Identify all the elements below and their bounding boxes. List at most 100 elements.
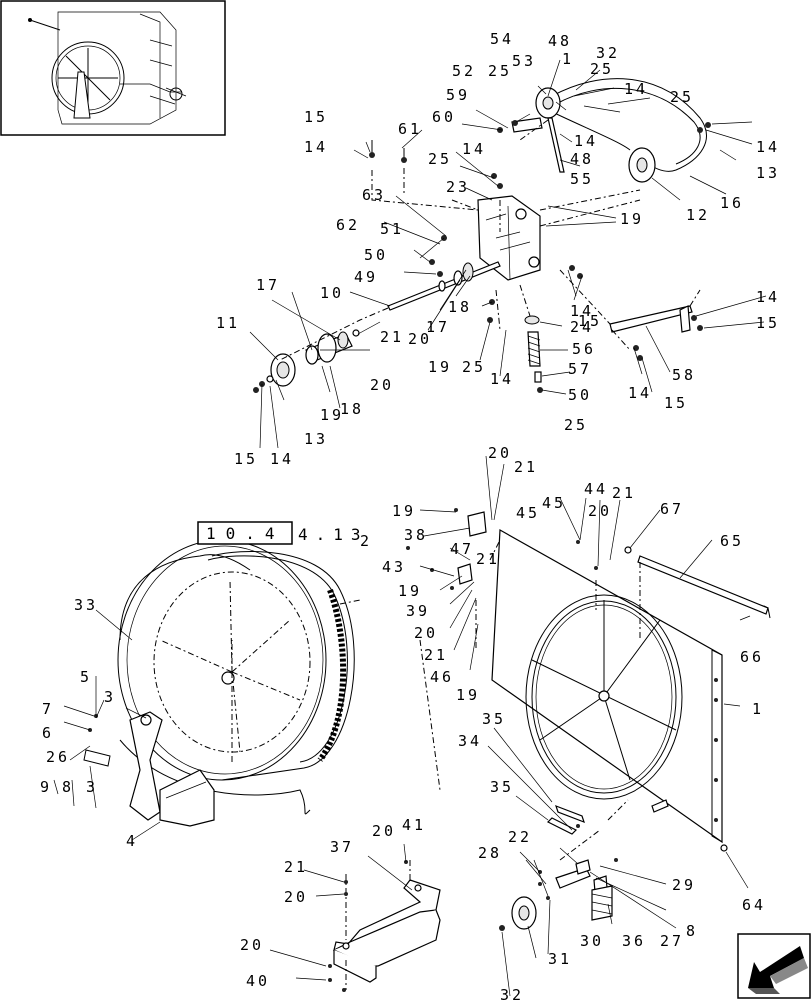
callout: 21 xyxy=(612,484,636,502)
callout: 25 xyxy=(488,62,512,80)
callout: 22 xyxy=(508,828,532,846)
callout: 18 xyxy=(340,400,364,418)
callout: 67 xyxy=(660,500,684,518)
callout: 24 xyxy=(570,318,594,336)
callout: 52 xyxy=(452,62,476,80)
callout: 50 xyxy=(568,386,592,404)
callout: 13 xyxy=(304,430,328,448)
leader-lines xyxy=(53,59,767,997)
callout: 15 xyxy=(234,450,258,468)
callout: 20 xyxy=(370,376,394,394)
callout: 14 xyxy=(756,288,780,306)
callout: 32 xyxy=(596,44,620,62)
callout: 34 xyxy=(458,732,482,750)
callout: 1 xyxy=(562,50,574,68)
section-reference-link[interactable]: 10.4 4.13 xyxy=(197,521,369,545)
callout: 14 xyxy=(570,302,594,320)
callout: 20 xyxy=(414,624,438,642)
callout: 7 xyxy=(42,700,54,718)
callout: 15 xyxy=(578,312,602,330)
callout: 21 xyxy=(284,858,308,876)
previous-page-arrow-icon[interactable] xyxy=(737,933,811,999)
callout: 51 xyxy=(380,220,404,238)
callout: 61 xyxy=(398,120,422,138)
callout: 3 xyxy=(104,688,116,706)
radiator-panel-drawing xyxy=(406,508,771,852)
callout: 54 xyxy=(490,30,514,48)
callout: 10 xyxy=(320,284,344,302)
callout: 19 xyxy=(620,210,644,228)
callout: 19 xyxy=(320,406,344,424)
callout: 60 xyxy=(432,108,456,126)
callout: 14 xyxy=(490,370,514,388)
callout: 25 xyxy=(428,150,452,168)
callout: 25 xyxy=(564,416,588,434)
callout: 29 xyxy=(672,876,696,894)
callout: 25 xyxy=(590,60,614,78)
callout: 32 xyxy=(500,986,524,1000)
callout: 14 xyxy=(462,140,486,158)
callout: 35 xyxy=(482,710,506,728)
callout: 8 xyxy=(62,778,74,796)
callout: 21 xyxy=(380,328,404,346)
callout: 3 xyxy=(86,778,98,796)
callout: 43 xyxy=(382,558,406,576)
fan-shroud-drawing xyxy=(83,539,441,827)
callout: 12 xyxy=(686,206,710,224)
callout: 5 xyxy=(80,668,92,686)
callout: 19 xyxy=(392,502,416,520)
callout: 41 xyxy=(402,816,426,834)
callout: 19 xyxy=(398,582,422,600)
section-reference-box-text: 10.4 xyxy=(206,524,285,543)
callout: 28 xyxy=(478,844,502,862)
callout: 20 xyxy=(488,444,512,462)
callout: 35 xyxy=(490,778,514,796)
callout: 37 xyxy=(330,838,354,856)
callout: 57 xyxy=(568,360,592,378)
callout: 20 xyxy=(408,330,432,348)
callout: 48 xyxy=(548,32,572,50)
callout: 50 xyxy=(364,246,388,264)
callout: 26 xyxy=(46,748,70,766)
callout: 21 xyxy=(514,458,538,476)
callout: 19 xyxy=(428,358,452,376)
callout: 36 xyxy=(622,932,646,950)
callout: 47 xyxy=(450,540,474,558)
callout: 14 xyxy=(270,450,294,468)
callout: 33 xyxy=(74,596,98,614)
callout: 30 xyxy=(580,932,604,950)
callout: 46 xyxy=(430,668,454,686)
machine-overview-thumbnail[interactable] xyxy=(0,0,226,136)
callout: 9 xyxy=(40,778,52,796)
callout: 2 xyxy=(360,532,372,550)
section-reference-suffix: 4.13 xyxy=(298,525,369,544)
callout: 15 xyxy=(756,314,780,332)
callout: 16 xyxy=(720,194,744,212)
callout: 40 xyxy=(246,972,270,990)
callout: 38 xyxy=(404,526,428,544)
callout: 49 xyxy=(354,268,378,286)
drive-assembly-drawing xyxy=(253,78,711,393)
callout: 58 xyxy=(672,366,696,384)
callout: 64 xyxy=(742,896,766,914)
callout: 8 xyxy=(686,922,698,940)
callout: 65 xyxy=(720,532,744,550)
callout: 15 xyxy=(304,108,328,126)
callout: 48 xyxy=(570,150,594,168)
callout: 20 xyxy=(284,888,308,906)
callout: 17 xyxy=(426,318,450,336)
callout: 45 xyxy=(542,494,566,512)
callout: 13 xyxy=(756,164,780,182)
callout: 14 xyxy=(624,80,648,98)
callout: 11 xyxy=(216,314,240,332)
callout: 55 xyxy=(570,170,594,188)
callout: 53 xyxy=(512,52,536,70)
callout: 27 xyxy=(660,932,684,950)
callout: 17 xyxy=(256,276,280,294)
callout: 63 xyxy=(362,186,386,204)
callout: 14 xyxy=(628,384,652,402)
callout: 21 xyxy=(476,550,500,568)
callout: 44 xyxy=(584,480,608,498)
callout: 21 xyxy=(424,646,448,664)
